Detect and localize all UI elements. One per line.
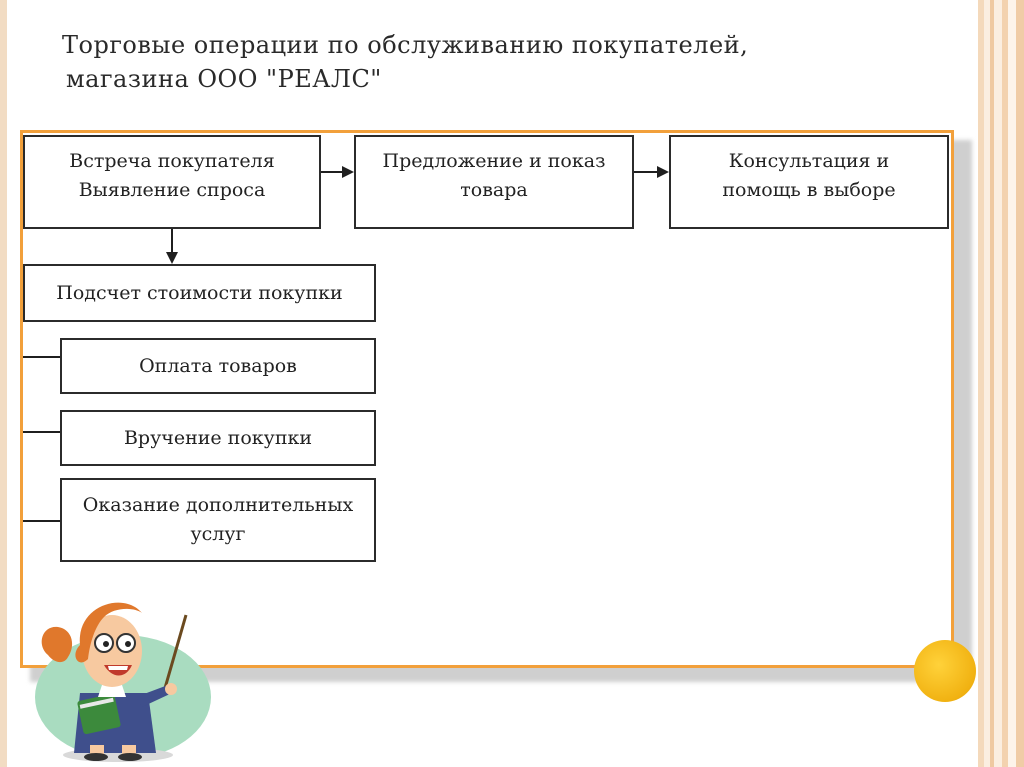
slide-title-line1: Торговые операции по обслуживанию покупа… xyxy=(62,31,749,59)
left-decor-rule xyxy=(0,0,7,767)
branch-to-extra xyxy=(23,520,60,522)
box-meet-customer: Встреча покупателя Выявление спроса xyxy=(23,135,321,229)
box-handover: Вручение покупки xyxy=(60,410,376,466)
teacher-icon xyxy=(35,602,211,762)
box-consultation: Консультация и помощь в выборе xyxy=(669,135,949,229)
box-extra-services: Оказание дополнительных услуг xyxy=(60,478,376,562)
box-payment-label: Оплата товаров xyxy=(139,354,297,377)
box-extra-services-label: Оказание дополнительных услуг xyxy=(82,494,354,545)
box-payment: Оплата товаров xyxy=(60,338,376,394)
box-consultation-label: Консультация и помощь в выборе xyxy=(722,150,896,201)
slide-title-line2: магазина ООО "РЕАЛС" xyxy=(66,65,382,93)
connector-meet-to-count xyxy=(171,229,173,253)
right-decor-stripes xyxy=(974,0,1024,767)
connector-meet-to-offer xyxy=(321,171,343,173)
sun-icon xyxy=(914,640,976,702)
arrow-right-icon xyxy=(657,166,669,178)
slide-title: Торговые операции по обслуживанию покупа… xyxy=(62,28,942,96)
box-purchase-total-label: Подсчет стоимости покупки xyxy=(56,281,343,304)
connector-offer-to-consult xyxy=(634,171,658,173)
box-purchase-total: Подсчет стоимости покупки xyxy=(23,264,376,322)
box-offer-goods-label: Предложение и показ товара xyxy=(382,150,606,201)
box-meet-customer-label: Встреча покупателя Выявление спроса xyxy=(69,150,275,201)
branch-to-payment xyxy=(23,356,60,358)
branch-to-handover xyxy=(23,431,60,433)
box-offer-goods: Предложение и показ товара xyxy=(354,135,634,229)
arrow-right-icon xyxy=(342,166,354,178)
box-handover-label: Вручение покупки xyxy=(123,426,313,449)
arrow-down-icon xyxy=(166,252,178,264)
